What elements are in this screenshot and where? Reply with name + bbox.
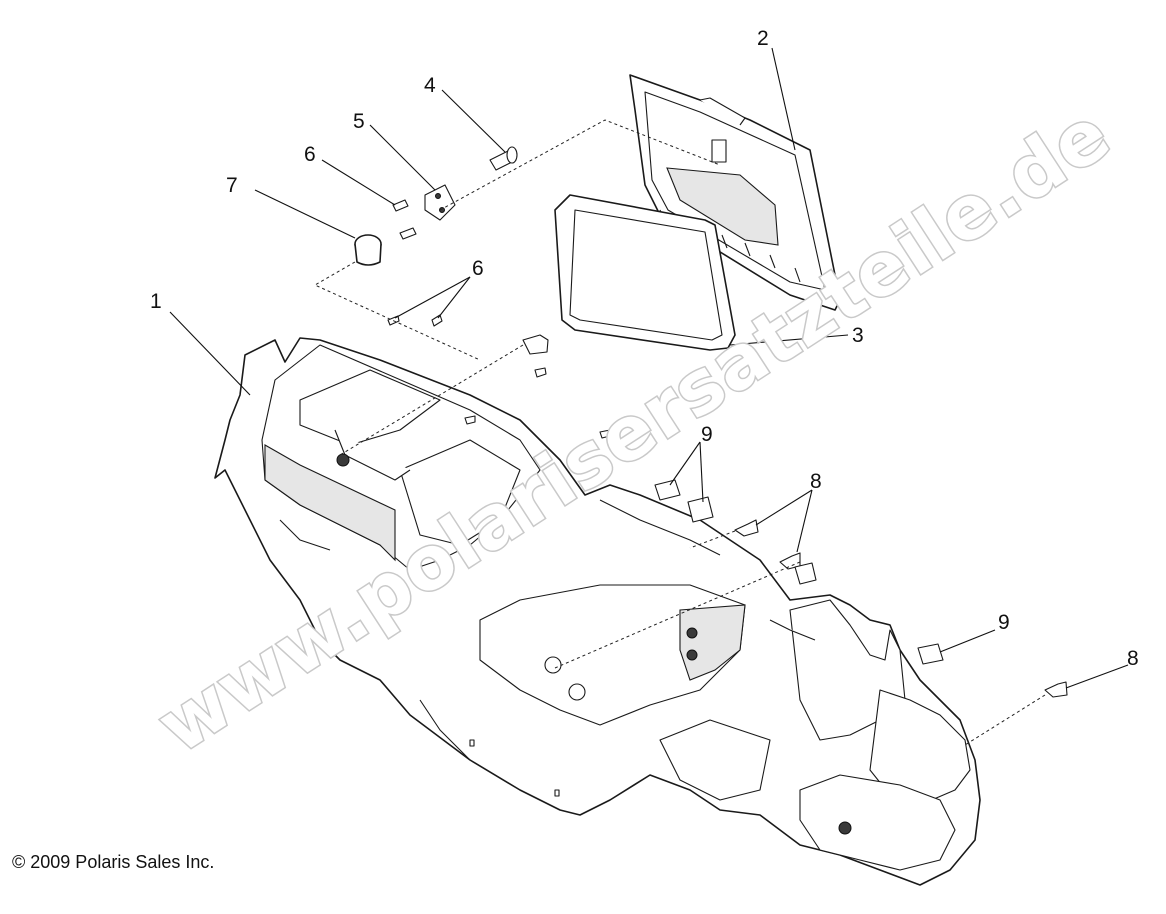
alignment-lines — [313, 119, 1046, 746]
glove-box-door — [629, 74, 841, 311]
callout-8-right: 8 — [1127, 647, 1139, 670]
callout-9-right: 9 — [998, 611, 1010, 634]
callout-3: 3 — [852, 324, 864, 347]
callout-1: 1 — [150, 290, 162, 313]
leader-lines — [169, 47, 1129, 689]
callout-8-upper: 8 — [810, 470, 822, 493]
callout-4: 4 — [424, 74, 436, 97]
dashboard-panel — [214, 337, 981, 886]
callout-7: 7 — [226, 174, 238, 197]
callout-6-lower: 6 — [472, 257, 484, 280]
copyright-notice: © 2009 Polaris Sales Inc. — [12, 852, 215, 872]
callout-6-upper: 6 — [304, 143, 316, 166]
callouts: 1 2 3 4 5 6 6 7 8 8 9 9 — [150, 27, 1139, 670]
callout-5: 5 — [353, 110, 365, 133]
callout-9-upper: 9 — [701, 423, 713, 446]
door-seal — [554, 194, 736, 351]
callout-2: 2 — [757, 27, 769, 50]
